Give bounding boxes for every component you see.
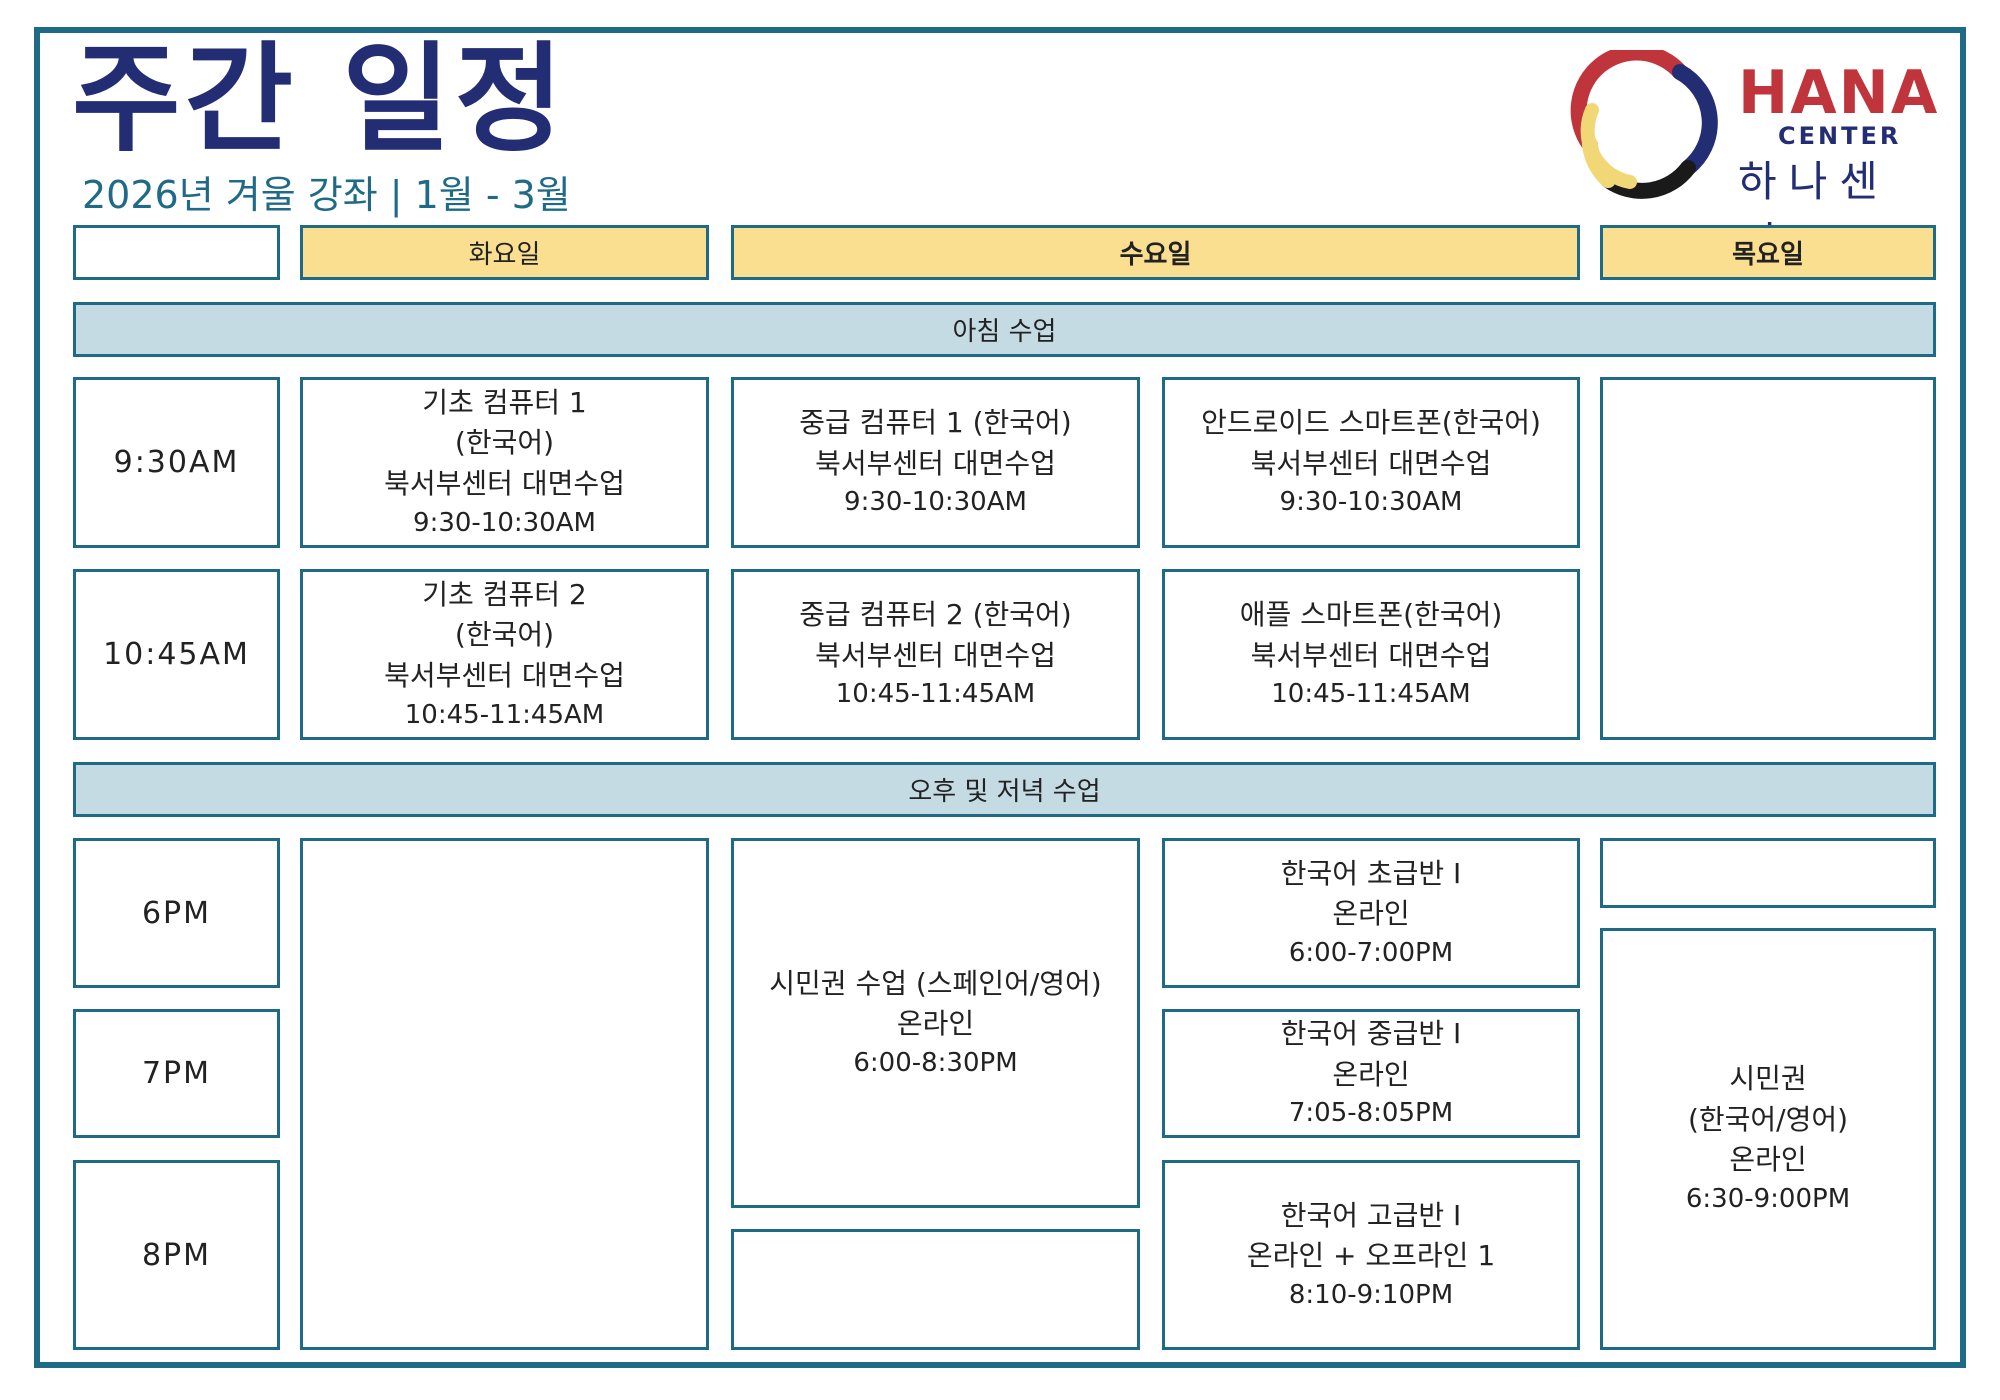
class-location: 온라인 [1332,1057,1410,1091]
class-cell-citizenship-spanish-english: 시민권 수업 (스페인어/영어) 온라인 6:00-8:30PM [731,838,1140,1208]
time-label-6pm: 6PM [73,838,280,988]
time-label-1045am: 10:45AM [73,569,280,740]
logo-name: HANA [1738,58,1940,128]
class-title: 시민권 [1729,1062,1807,1096]
class-title: 애플 스마트폰(한국어) [1239,598,1503,632]
class-title: 한국어 초급반 I [1280,856,1462,890]
class-location: 북서부센터 대면수업 [1250,638,1492,672]
logo-ring-icon [1570,50,1718,199]
class-location: 온라인 + 오프라인 1 [1246,1239,1496,1273]
class-location: 북서부센터 대면수업 [384,466,625,500]
class-title: 한국어 고급반 I [1280,1198,1462,1232]
class-time: 6:00-8:30PM [853,1047,1018,1078]
class-time: 9:30-10:30AM [1279,487,1463,518]
page-title: 주간 일정 [72,30,568,168]
class-location: 북서부센터 대면수업 [384,658,625,692]
day-header-thursday: 목요일 [1600,225,1936,280]
page-subtitle: 2026년 겨울 강좌 | 1월 - 3월 [82,173,571,217]
class-cell-korean-advanced: 한국어 고급반 I 온라인 + 오프라인 1 8:10-9:10PM [1162,1160,1580,1350]
day-header-tuesday: 화요일 [300,225,709,280]
hana-center-logo: HANA CENTER 하나센터 [1570,50,1937,267]
class-title: 중급 컴퓨터 2 (한국어) [799,598,1072,632]
day-header-wednesday: 수요일 [731,225,1580,280]
class-location: 북서부센터 대면수업 [815,638,1056,672]
section-band-evening: 오후 및 저녁 수업 [73,762,1936,817]
class-cell-korean-beginner: 한국어 초급반 I 온라인 6:00-7:00PM [1162,838,1580,988]
class-time: 10:45-11:45AM [1271,679,1471,710]
class-cell-intermediate-computer-2: 중급 컴퓨터 2 (한국어) 북서부센터 대면수업 10:45-11:45AM [731,569,1140,740]
class-cell-apple-smartphone: 애플 스마트폰(한국어) 북서부센터 대면수업 10:45-11:45AM [1162,569,1580,740]
page-frame [34,27,1966,1368]
empty-cell-thursday-morning [1600,377,1936,740]
class-cell-android-smartphone: 안드로이드 스마트폰(한국어) 북서부센터 대면수업 9:30-10:30AM [1162,377,1580,548]
class-time: 9:30-10:30AM [413,507,596,538]
class-language: (한국어) [454,426,555,460]
class-cell-basic-computer-1: 기초 컴퓨터 1 (한국어) 북서부센터 대면수업 9:30-10:30AM [300,377,709,548]
class-language: (한국어/영어) [1687,1102,1849,1136]
time-label-7pm: 7PM [73,1009,280,1138]
class-cell-intermediate-computer-1: 중급 컴퓨터 1 (한국어) 북서부센터 대면수업 9:30-10:30AM [731,377,1140,548]
class-time: 6:30-9:00PM [1685,1184,1851,1215]
class-language: (한국어) [454,618,555,652]
class-title: 한국어 중급반 I [1280,1017,1462,1051]
class-time: 10:45-11:45AM [835,679,1036,710]
corner-header-cell [73,225,280,280]
class-time: 9:30-10:30AM [844,487,1027,518]
class-time: 7:05-8:05PM [1288,1098,1454,1129]
empty-cell-wednesday-late [731,1229,1140,1350]
time-label-930am: 9:30AM [73,377,280,548]
class-time: 8:10-9:10PM [1288,1279,1454,1310]
empty-cell-thursday-6pm [1600,838,1936,908]
class-cell-citizenship-korean-english: 시민권 (한국어/영어) 온라인 6:30-9:00PM [1600,928,1936,1350]
class-location: 온라인 [896,1007,975,1041]
class-title: 기초 컴퓨터 1 [422,385,587,419]
class-time: 6:00-7:00PM [1288,937,1454,968]
empty-cell-tuesday-evening [300,838,709,1350]
class-location: 온라인 [1729,1143,1807,1177]
class-location: 북서부센터 대면수업 [815,446,1056,480]
class-title: 안드로이드 스마트폰(한국어) [1201,406,1541,440]
class-location: 북서부센터 대면수업 [1250,446,1492,480]
class-title: 중급 컴퓨터 1 (한국어) [799,406,1072,440]
class-title: 기초 컴퓨터 2 [422,577,587,611]
time-label-8pm: 8PM [73,1160,280,1350]
class-time: 10:45-11:45AM [404,699,605,730]
class-location: 온라인 [1332,897,1410,931]
class-cell-basic-computer-2: 기초 컴퓨터 2 (한국어) 북서부센터 대면수업 10:45-11:45AM [300,569,709,740]
section-band-morning: 아침 수업 [73,302,1936,357]
class-cell-korean-intermediate: 한국어 중급반 I 온라인 7:05-8:05PM [1162,1009,1580,1138]
logo-subname: CENTER [1778,122,1902,150]
class-title: 시민권 수업 (스페인어/영어) [769,966,1102,1000]
